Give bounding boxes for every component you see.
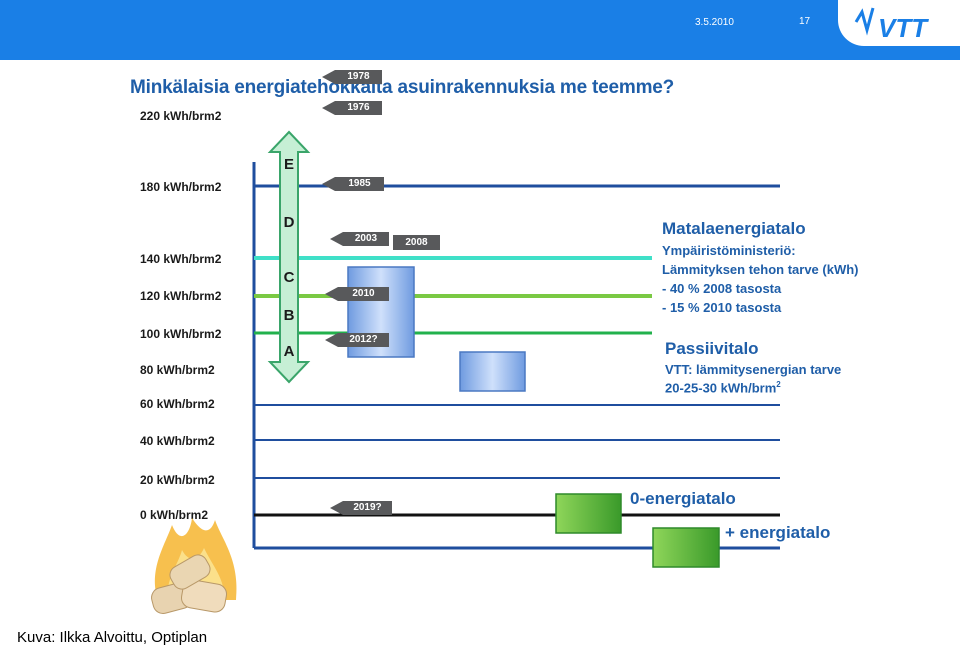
passive-line2-text: 20-25-30 kWh/brm [665, 380, 776, 395]
marker-label-2012: 2012? [338, 332, 389, 348]
marker-label-2019: 2019? [343, 500, 392, 516]
green-box-plus [653, 528, 719, 567]
marker-label-2003: 2003 [343, 231, 389, 247]
marker-label-2010: 2010 [338, 286, 389, 302]
class-letter-e: E [278, 156, 300, 173]
passive-title: Passiivitalo [665, 339, 759, 359]
passive-line1: VTT: lämmitysenergian tarve [665, 362, 841, 377]
low-energy-line2: Lämmityksen tehon tarve (kWh) [662, 262, 859, 277]
class-letter-c: C [278, 269, 300, 286]
firewood-illustration [149, 518, 236, 616]
marker-label-1976: 1976 [335, 100, 382, 116]
marker-label-1985: 1985 [335, 176, 384, 192]
passive-line2: 20-25-30 kWh/brm2 [665, 380, 781, 395]
image-credit: Kuva: Ilkka Alvoittu, Optiplan [17, 629, 207, 646]
blue-box-passive [460, 352, 525, 391]
marker-label-1978: 1978 [335, 69, 382, 85]
plus-energy-label: + energiatalo [725, 523, 830, 543]
low-energy-title: Matalaenergiatalo [662, 219, 806, 239]
zero-energy-label: 0-energiatalo [630, 489, 736, 509]
marker-label-2008: 2008 [393, 235, 440, 251]
low-energy-line3: - 40 % 2008 tasosta [662, 281, 781, 296]
class-letter-b: B [278, 307, 300, 324]
passive-line2-sup: 2 [776, 380, 780, 389]
class-letter-d: D [278, 214, 300, 231]
green-box-zero [556, 494, 621, 533]
low-energy-line4: - 15 % 2010 tasosta [662, 300, 781, 315]
low-energy-line1: Ympäiristöministeriö: [662, 243, 796, 258]
class-letter-a: A [278, 343, 300, 360]
